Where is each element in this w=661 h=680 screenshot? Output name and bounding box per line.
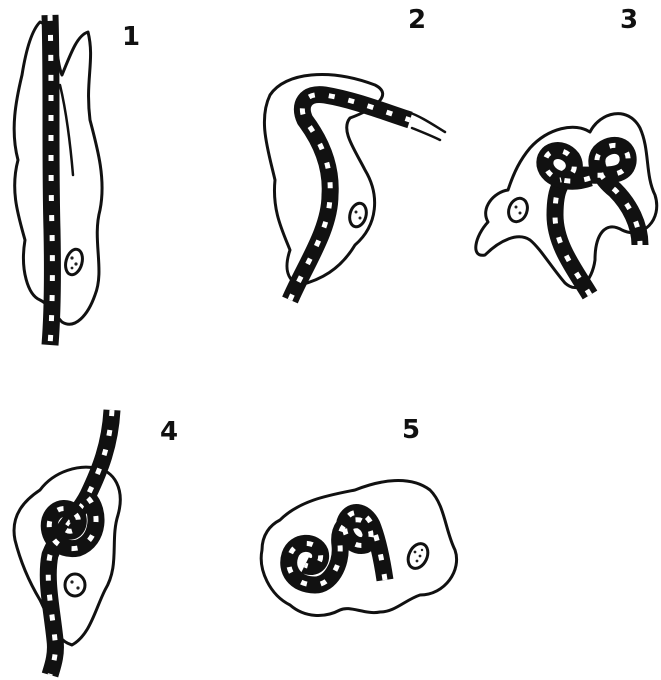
panel-5: 5 [261, 415, 456, 615]
panel-4-nucleus [65, 574, 85, 596]
panel-3: 3 [476, 5, 657, 295]
panel-5-number: 5 [402, 415, 420, 445]
panel-4-number: 4 [160, 417, 178, 447]
panel-2: 2 [264, 5, 445, 300]
panel-1: 1 [14, 15, 140, 345]
panel-3-number: 3 [620, 5, 638, 35]
panel-2-number: 2 [408, 5, 426, 35]
panel-1-number: 1 [122, 22, 140, 52]
panel-4: 4 [14, 410, 178, 675]
